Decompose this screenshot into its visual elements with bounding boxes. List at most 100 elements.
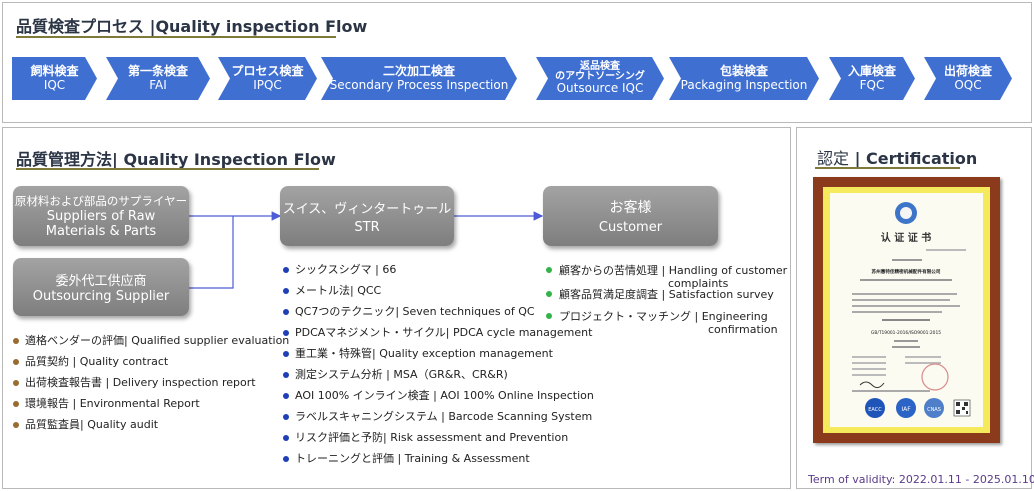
seal-cnas: CNAS — [927, 407, 941, 413]
customer-box: お客様 Customer — [543, 186, 718, 246]
customer-item-line1: 顧客からの苦情処理 | Handling of customer — [559, 264, 788, 277]
str-item-text: QC7つのテクニック| Seven techniques of QC — [295, 305, 535, 318]
str-item-text: リスク評価と予防| Risk assessment and Prevention — [295, 431, 569, 444]
bullet-icon — [13, 338, 19, 344]
method-title-sep: | — [112, 150, 118, 169]
validity-range: 2022.01.11 - 2025.01.10 — [898, 473, 1034, 486]
str-item: 重工業・特殊管| Quality exception management — [283, 343, 594, 364]
bullet-icon — [283, 414, 289, 420]
flow-step-en: IPQC — [253, 77, 282, 92]
flow-step-en: Outsource IQC — [556, 80, 644, 95]
str-item: QC7つのテクニック| Seven techniques of QC — [283, 301, 594, 322]
flow-step-arrow-icon — [106, 57, 210, 100]
seal-iaf-icon — [896, 398, 916, 418]
outsourcing-jp: 委外代工供应商 — [55, 274, 147, 289]
flow-step-jp: プロセス検査 — [231, 63, 304, 78]
str-item-text: トレーニングと評価 | Training & Assessment — [295, 452, 530, 465]
validity-text: Term of validity: 2022.01.11 - 2025.01.1… — [808, 473, 1034, 486]
supplier-en1: Suppliers of Raw — [46, 209, 156, 224]
flow-step-arrow-icon — [218, 57, 317, 100]
supplier-item: 品質監査員| Quality audit — [13, 414, 289, 435]
customer-item-line1: 顧客品質満足度調査 | Satisfaction survey — [559, 288, 774, 301]
seal-eacc: EACC — [868, 407, 882, 413]
flow-step-en: Secondary Process Inspection — [329, 77, 509, 92]
flow-step-jp: 飼料検査 — [30, 63, 79, 78]
method-title: 品質管理方法| Quality Inspection Flow — [16, 146, 336, 170]
bullet-icon — [283, 435, 289, 441]
bullet-icon — [283, 393, 289, 399]
certificate-company: 苏州惠特佳精密机械配件有限公司 — [872, 268, 941, 275]
certificate-paper: 认 证 证 书 苏州惠特佳精密机械配件有限公司 GB/T19001-2016/I… — [830, 193, 983, 427]
flow-step-en: Packaging Inspection — [680, 77, 808, 92]
str-item: トレーニングと評価 | Training & Assessment — [283, 448, 594, 469]
flow-step-jp: 第一条検査 — [127, 63, 188, 78]
signature-icon — [859, 381, 885, 389]
cert-title-underline — [815, 167, 960, 169]
bullet-icon — [13, 401, 19, 407]
flow-step-en: FAI — [149, 77, 167, 92]
cert-title-en: Certification — [866, 149, 978, 168]
cert-title-jp: 認定 — [817, 149, 850, 168]
supplier-item-text: 品質監査員| Quality audit — [25, 418, 159, 431]
bullet-icon — [546, 291, 552, 297]
bullet-icon — [283, 330, 289, 336]
str-item-text: メートル法| QCC — [295, 284, 382, 297]
bullet-icon — [283, 351, 289, 357]
str-item-text: ラベルスキャニングシステム | Barcode Scanning System — [295, 410, 593, 423]
certificate-heading: 认 证 证 书 — [881, 231, 931, 244]
bullet-icon — [283, 456, 289, 462]
str-item-text: シックスシグマ | 66 — [295, 263, 397, 276]
cert-title-sep: | — [854, 149, 861, 168]
customer-item-line2: complaints — [668, 277, 729, 290]
supplier-item-text: 適格ベンダーの評価| Qualified supplier evaluation — [25, 334, 290, 347]
flow-step-jp: 出荷検査 — [943, 63, 992, 78]
supplier-item-list: 適格ベンダーの評価| Qualified supplier evaluation… — [13, 330, 289, 435]
str-jp: スイス、ヴィンタートゥール — [282, 201, 452, 217]
flow-step-arrow-icon — [321, 57, 517, 100]
seal-cnas-icon — [924, 398, 944, 418]
flow-title-underline — [16, 36, 336, 38]
outsourcing-box: 委外代工供应商 Outsourcing Supplier — [13, 258, 189, 316]
str-en: STR — [354, 219, 380, 235]
flow-step-jp: 二次加工検査 — [382, 63, 455, 78]
flow-step-jp: 包装検査 — [719, 63, 768, 78]
bullet-icon — [13, 422, 19, 428]
customer-en: Customer — [598, 220, 663, 235]
bullet-icon — [13, 380, 19, 386]
seal-iaf: IAF — [901, 406, 911, 413]
red-stamp-icon — [921, 363, 949, 391]
certificate-border: 认 证 证 书 苏州惠特佳精密机械配件有限公司 GB/T19001-2016/I… — [823, 187, 990, 433]
str-item: ラベルスキャニングシステム | Barcode Scanning System — [283, 406, 594, 427]
seal-eacc-icon — [865, 398, 885, 418]
supplier-item: 環境報告 | Environmental Report — [13, 393, 289, 414]
str-item-text: 測定システム分析 | MSA（GR&R、CR&R) — [295, 368, 508, 381]
flow-title-en: Quality inspection Flow — [155, 17, 368, 36]
str-item: 測定システム分析 | MSA（GR&R、CR&R) — [283, 364, 594, 385]
str-item-text: AOI 100% インライン検査 | AOI 100% Online Inspe… — [295, 389, 594, 402]
method-title-underline — [16, 168, 319, 170]
supplier-jp: 原材料および部品のサプライヤー — [14, 194, 188, 208]
flow-title-jp: 品質検査プロセス — [16, 17, 145, 36]
supplier-item-text: 出荷検査報告書 | Delivery inspection report — [25, 376, 256, 389]
bullet-icon — [283, 309, 289, 315]
certificate-frame: 认 证 证 书 苏州惠特佳精密机械配件有限公司 GB/T19001-2016/I… — [813, 177, 1000, 443]
bullet-icon — [13, 359, 19, 365]
outsourcing-connector — [189, 216, 234, 289]
supplier-box: 原材料および部品のサプライヤー Suppliers of Raw Materia… — [13, 186, 189, 246]
str-box: スイス、ヴィンタートゥール STR — [280, 186, 454, 246]
str-item: リスク評価と予防| Risk assessment and Prevention — [283, 427, 594, 448]
supplier-item: 品質契約 | Quality contract — [13, 351, 289, 372]
certificate-image: 认 证 证 书 苏州惠特佳精密机械配件有限公司 GB/T19001-2016/I… — [852, 202, 971, 418]
flow-title: 品質検査プロセス |Quality inspection Flow — [16, 13, 367, 37]
bullet-icon — [283, 288, 289, 294]
